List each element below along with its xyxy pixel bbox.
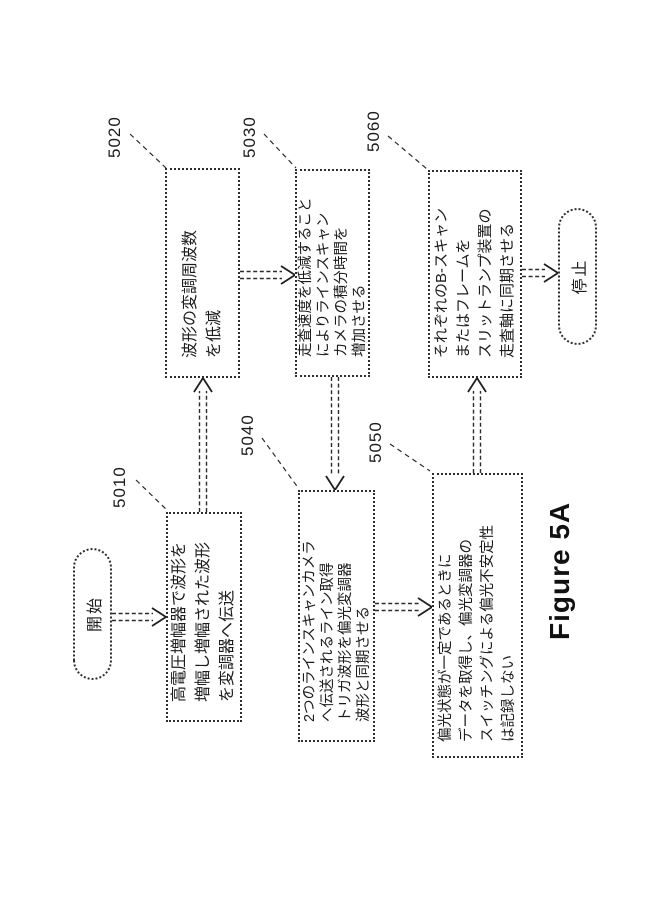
arrow-5060-to-stop [522,264,558,282]
ref-label-5010: 5010 [110,466,130,508]
arrow-5040-to-5050 [375,598,432,616]
process-box-5020: 波形の変調周波数 を低減 [165,168,240,378]
leader-5050 [390,444,430,471]
arrow-start-to-5010 [112,608,166,626]
ref-label-5060: 5060 [364,110,384,152]
process-box-5060: それぞれのB-スキャン またはフレームを スリットランプ装置の 走査軸に同期させ… [428,170,522,378]
box-5010-line: を変調器へ伝送 [216,590,240,702]
ref-label-5020: 5020 [105,116,125,158]
box-5010-line: 高電圧増幅器で波形を [168,542,192,702]
process-box-5010: 高電圧増幅器で波形を 増幅し増幅された波形 を変調器へ伝送 [166,512,242,722]
box-5060-line: スリットランプ装置の [475,208,497,358]
box-5040-line: 2つのラインスキャンカメラ [301,540,319,722]
ref-label-5040: 5040 [238,414,258,456]
stop-label: 停止 [566,259,590,295]
box-5050-line: 偏光状態が一定であるときに [436,554,457,742]
box-5050-line: スイッチングによる偏光不安定性 [478,525,499,742]
arrow-5010-to-5020 [194,378,212,512]
arrow-5020-to-5030 [240,266,295,284]
box-5060-line: それぞれのB-スキャン [431,208,453,358]
box-5050-line: は記録しない [499,655,520,742]
box-5030-line: 走査速度を低減すること [297,198,315,358]
box-5030-line: 増加させる [351,285,369,358]
box-5030-line: によりラインスキャン [315,213,333,357]
start-label: 開始 [81,596,105,632]
figure-caption: Figure 5A [544,502,576,640]
start-terminal: 開始 [73,548,112,680]
process-box-5040: 2つのラインスキャンカメラ へ伝送されるライン取得 トリガ波形を偏光変調器 波形… [298,490,375,742]
process-box-5030: 走査速度を低減すること によりラインスキャン カメラの積分時間を 増加させる [295,169,370,377]
leader-5040 [262,438,299,489]
process-box-5050: 偏光状態が一定であるときに データを取得し、偏光変調器の スイッチングによる偏光… [432,473,523,758]
arrow-5050-to-5060 [468,378,486,473]
box-5060-line: またはフレームを [453,238,475,358]
box-5010-line: 増幅し増幅された波形 [192,542,216,702]
arrow-5030-to-5040 [326,377,344,490]
box-5060-line: 走査軸に同期させる [497,223,519,358]
box-5040-line: へ伝送されるライン取得 [319,563,337,723]
leader-5060 [388,136,427,169]
leader-5030 [264,134,296,168]
box-5050-line: データを取得し、偏光変調器の [457,539,478,742]
leader-5010 [136,480,168,511]
box-5040-line: 波形と同期させる [355,606,373,722]
ref-label-5030: 5030 [240,116,260,158]
box-5020-line: 波形の変調周波数 [179,230,203,358]
stop-terminal: 停止 [558,208,597,345]
ref-label-5050: 5050 [366,421,386,463]
box-5020-line: を低減 [203,310,227,358]
leader-5020 [130,134,166,168]
box-5040-line: トリガ波形を偏光変調器 [337,563,355,723]
box-5030-line: カメラの積分時間を [333,227,351,358]
